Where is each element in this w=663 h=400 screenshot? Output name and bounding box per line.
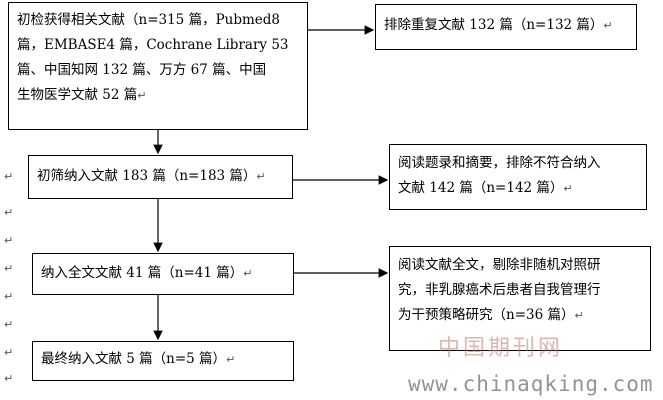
box-line: 生物医学文献 52 篇↵ — [17, 87, 147, 103]
paragraph-mark: ↵ — [4, 170, 14, 183]
paragraph-mark: ↵ — [4, 372, 14, 385]
paragraph-mark: ↵ — [574, 309, 584, 322]
paragraph-mark: ↵ — [563, 182, 573, 195]
box-line: 究，非乳腺癌术后患者自我管理行 — [398, 282, 601, 298]
box-line: 文献 142 篇（n=142 篇）↵ — [398, 180, 573, 196]
box-final-include: 最终纳入文献 5 篇（n=5 篇）↵ — [32, 341, 294, 381]
box-exclude-duplicates: 排除重复文献 132 篇（n=132 篇）↵ — [375, 4, 637, 50]
paragraph-mark: ↵ — [243, 267, 253, 280]
box-initial-screen: 初检获得相关文献（n=315 篇，Pubmed8 篇，EMBASE4 篇，Coc… — [8, 2, 308, 130]
box-line: 初检获得相关文献（n=315 篇，Pubmed8 — [17, 12, 281, 28]
paragraph-mark: ↵ — [603, 19, 613, 32]
box-line: 纳入全文文献 41 篇（n=41 篇）↵ — [41, 265, 253, 281]
paragraph-mark: ↵ — [4, 290, 14, 303]
box-line: 排除重复文献 132 篇（n=132 篇）↵ — [384, 17, 613, 33]
box-line: 篇，EMBASE4 篇，Cochrane Library 53 — [17, 37, 289, 53]
box-initial-include: 初筛纳入文献 183 篇（n=183 篇）↵ — [28, 155, 293, 199]
paragraph-mark: ↵ — [137, 89, 147, 102]
watermark-cn: 中国期刊网 — [438, 336, 564, 361]
watermark-url: www.chinaqking.com — [408, 372, 654, 396]
paragraph-mark: ↵ — [4, 262, 14, 275]
paragraph-mark: ↵ — [4, 346, 14, 359]
box-line: 阅读文献全文，剔除非随机对照研 — [398, 257, 601, 273]
box-line: 最终纳入文献 5 篇（n=5 篇）↵ — [41, 351, 236, 367]
box-exclude-fulltext: 阅读文献全文，剔除非随机对照研 究，非乳腺癌术后患者自我管理行 为干预策略研究（… — [389, 246, 651, 351]
box-line: 为干预策略研究（n=36 篇）↵ — [398, 307, 584, 323]
box-fulltext-include: 纳入全文文献 41 篇（n=41 篇）↵ — [32, 253, 294, 295]
paragraph-mark: ↵ — [256, 170, 266, 183]
box-exclude-title-abstract: 阅读题录和摘要，排除不符合纳入 文献 142 篇（n=142 篇）↵ — [389, 144, 647, 210]
box-line: 篇、中国知网 132 篇、万方 67 篇、中国 — [17, 62, 267, 78]
paragraph-mark: ↵ — [4, 234, 14, 247]
paragraph-mark: ↵ — [4, 206, 14, 219]
box-line: 阅读题录和摘要，排除不符合纳入 — [398, 155, 601, 171]
paragraph-mark: ↵ — [226, 353, 236, 366]
box-line: 初筛纳入文献 183 篇（n=183 篇）↵ — [37, 168, 266, 184]
paragraph-mark: ↵ — [4, 318, 14, 331]
